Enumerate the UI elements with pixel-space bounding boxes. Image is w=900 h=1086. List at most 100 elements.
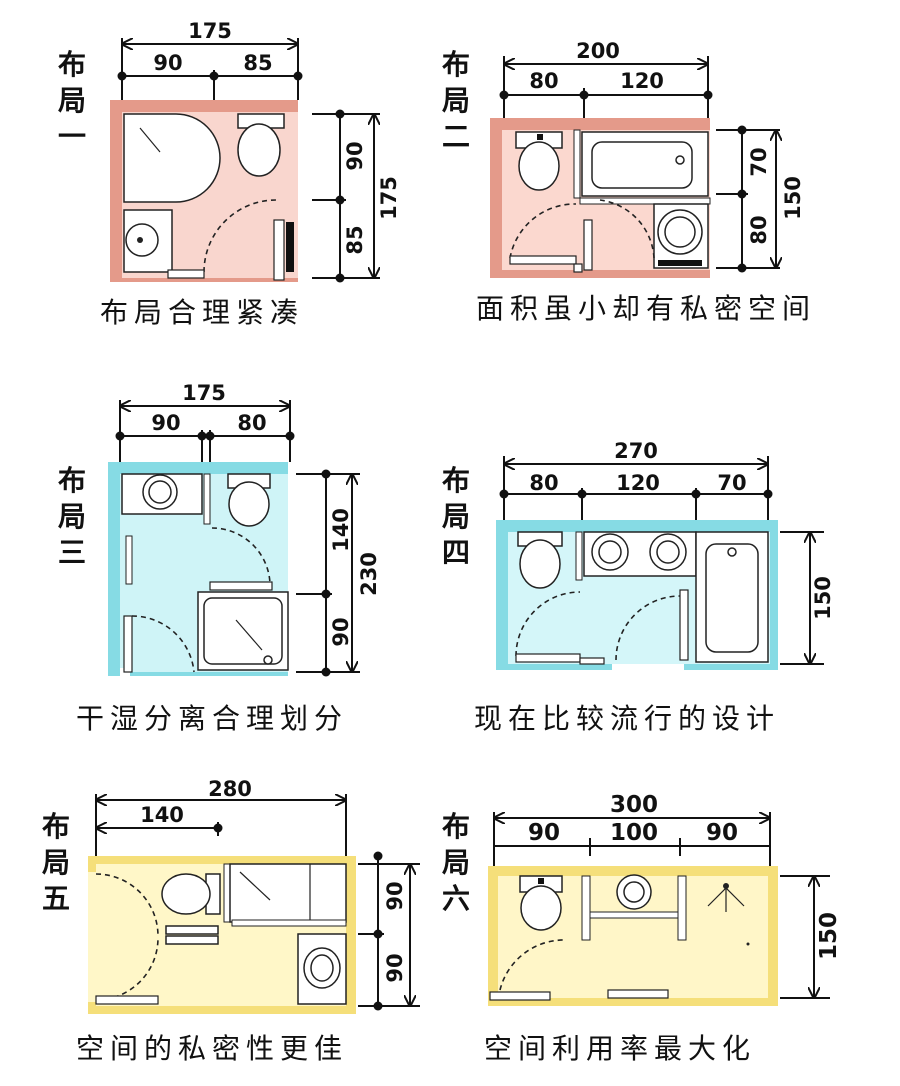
layout-5-title-char-2: 局 — [42, 846, 77, 879]
door-swing-arc-top — [95, 873, 159, 937]
door-swing-arc-right — [599, 199, 655, 259]
radiator — [286, 222, 294, 272]
layout-1-top-part-2: 85 — [243, 51, 272, 75]
corner-shower — [123, 113, 221, 203]
bathtub-basin — [591, 141, 693, 189]
layout-4: 布 局 四 270 80 120 70 — [442, 439, 835, 735]
layout-2-caption: 面积虽小却有私密空间 — [476, 292, 816, 325]
layout-1: 布 局 一 175 90 85 — [58, 19, 401, 329]
door-leaf — [123, 615, 133, 673]
layout-2-title-char-3: 二 — [442, 120, 477, 153]
layout-4-title-char-2: 局 — [442, 500, 477, 533]
door-leaf — [509, 255, 577, 265]
layout-2-side-part-1: 70 — [747, 147, 771, 176]
layout-6-side-dimension: 150 — [780, 875, 842, 999]
layout-1-side-total: 175 — [377, 176, 401, 220]
layout-1-side-dimension: 90 85 175 — [312, 109, 401, 283]
layout-6-caption: 空间利用率最大化 — [484, 1032, 756, 1065]
layout-3-side-total: 230 — [357, 552, 381, 596]
layout-3-floor-plan — [108, 462, 294, 676]
door-leaf — [515, 653, 581, 663]
layout-4-top-part-2: 120 — [616, 471, 660, 495]
layout-5-side-dimension: 90 90 — [358, 851, 420, 1011]
layout-3-title-char-3: 三 — [58, 536, 93, 569]
layout-6-top-dimension: 300 90 100 90 — [493, 792, 771, 866]
layout-4-top-dimension: 270 80 120 70 — [499, 439, 773, 520]
layout-2-side-dimension: 70 80 150 — [716, 125, 805, 273]
door-swing-arc-left — [509, 203, 577, 259]
layout-1-top-total: 175 — [188, 19, 232, 43]
towel-rack-lower — [165, 935, 219, 945]
layout-6-floor-plan — [488, 866, 778, 1006]
layout-2-top-part-2: 120 — [620, 69, 664, 93]
layout-3-top-part-2: 80 — [237, 411, 266, 435]
layout-5-title-char-1: 布 — [42, 810, 77, 843]
layout-6-top-part-1: 90 — [528, 820, 560, 846]
layout-6-top-part-2: 100 — [610, 820, 658, 846]
layout-1-title-char-3: 一 — [58, 120, 93, 153]
shower-head-icon — [707, 883, 750, 946]
toilet-icon — [519, 539, 561, 589]
bathtub-basin — [705, 543, 759, 653]
layout-5-side-part-1: 90 — [383, 881, 407, 910]
layout-6-side-total: 150 — [816, 912, 842, 960]
layout-4-side-total: 150 — [811, 576, 835, 620]
layout-5-top-total: 280 — [208, 777, 252, 801]
layout-5: 布 局 五 280 140 — [42, 777, 420, 1065]
layout-5-top-dimension: 280 140 — [95, 777, 347, 856]
layout-6-top-part-3: 90 — [706, 820, 738, 846]
door-leaf — [489, 991, 551, 1001]
layout-6-title-char-2: 局 — [442, 846, 477, 879]
layout-2-title-char-1: 布 — [442, 48, 477, 81]
floor-drain — [607, 989, 669, 999]
layout-1-floor-plan — [110, 100, 310, 282]
toilet-icon — [161, 873, 211, 915]
layout-2-title-char-2: 局 — [442, 84, 477, 117]
layout-3-top-part-1: 90 — [151, 411, 180, 435]
layout-2-floor-plan — [490, 118, 716, 278]
layout-2-top-part-1: 80 — [529, 69, 558, 93]
layout-3: 布 局 三 175 90 80 — [58, 381, 381, 735]
shower-area — [229, 863, 347, 923]
layout-5-side-part-2: 90 — [383, 953, 407, 982]
layout-3-side-dimension: 140 90 230 — [296, 469, 381, 677]
layout-1-top-dimension: 175 90 85 — [117, 19, 303, 100]
layout-3-top-dimension: 175 90 80 — [115, 381, 295, 462]
door-swing-arc-bottom — [131, 615, 195, 673]
door-leaf — [273, 219, 285, 281]
toilet-icon — [237, 123, 281, 177]
layout-6-top-total: 300 — [610, 792, 658, 818]
layout-2-top-total: 200 — [576, 39, 620, 63]
layout-1-top-part-1: 90 — [153, 51, 182, 75]
layout-4-title-char-1: 布 — [442, 464, 477, 497]
toilet-icon — [520, 885, 562, 931]
door-swing-arc-right — [615, 595, 681, 661]
layout-4-caption: 现在比较流行的设计 — [474, 702, 780, 735]
door-swing-arc-left — [515, 591, 581, 657]
layout-1-title-char-1: 布 — [58, 48, 93, 81]
layout-1-title-char-2: 局 — [58, 84, 93, 117]
door-swing-arc-top — [211, 527, 271, 585]
door-leaf — [95, 995, 159, 1005]
layout-1-caption: 布局合理紧凑 — [100, 296, 304, 329]
layout-6: 布 局 六 300 90 100 90 — [442, 792, 842, 1065]
toilet-icon — [228, 481, 270, 527]
layout-2: 布 局 二 200 80 120 — [442, 39, 816, 325]
layout-6-title-char-1: 布 — [442, 810, 477, 843]
layout-3-title-char-1: 布 — [58, 464, 93, 497]
layout-3-side-part-1: 140 — [329, 508, 353, 552]
door-swing-arc — [203, 199, 277, 273]
layout-4-top-part-1: 80 — [529, 471, 558, 495]
towel-rack-upper — [165, 925, 219, 935]
partition — [679, 589, 689, 661]
layout-3-title-char-2: 局 — [58, 500, 93, 533]
layout-4-title-char-3: 四 — [442, 536, 477, 569]
layout-1-side-part-1: 90 — [343, 141, 367, 170]
layout-4-side-dimension: 150 — [780, 531, 835, 665]
layout-5-caption: 空间的私密性更佳 — [76, 1032, 348, 1065]
layout-4-top-part-3: 70 — [717, 471, 746, 495]
layout-6-title-char-3: 六 — [442, 882, 477, 915]
layout-5-title-char-3: 五 — [42, 882, 77, 915]
layout-3-top-total: 175 — [182, 381, 226, 405]
